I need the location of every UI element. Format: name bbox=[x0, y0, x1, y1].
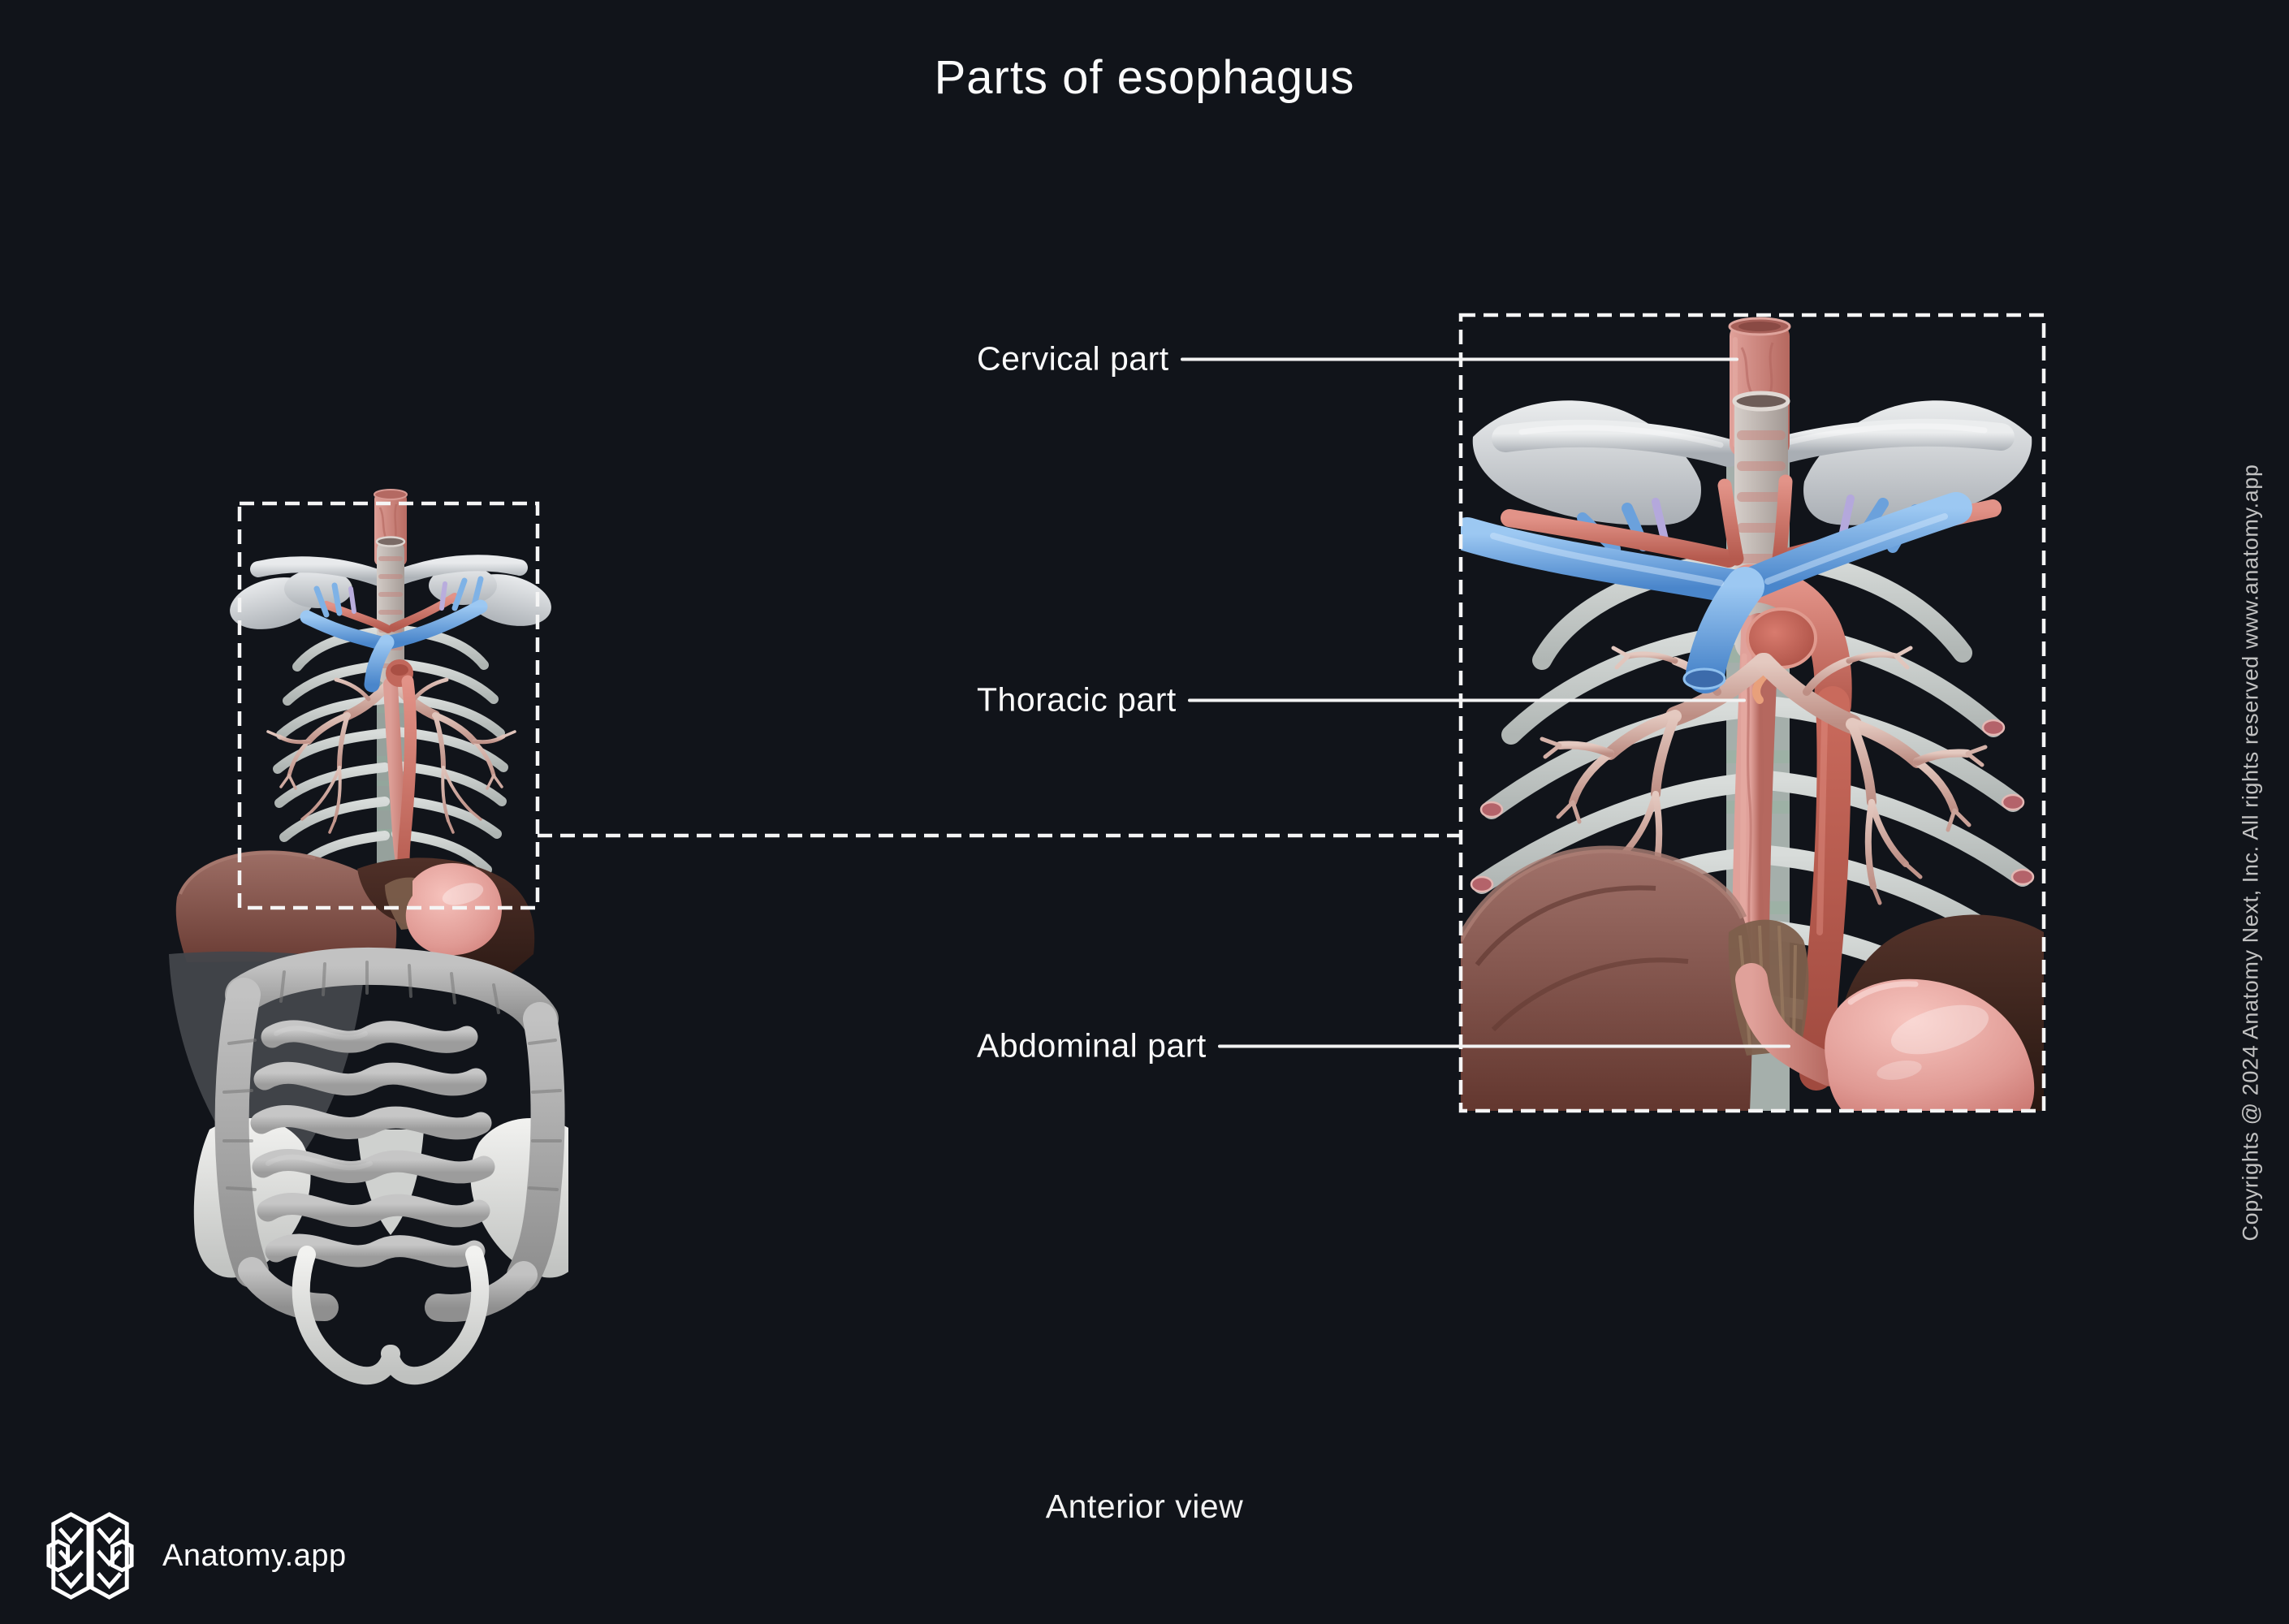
page-title: Parts of esophagus bbox=[934, 51, 1355, 104]
label-abdominal-part: Abdominal part bbox=[977, 1026, 1207, 1065]
label-thoracic-part: Thoracic part bbox=[977, 680, 1177, 719]
bronchial-tree bbox=[1540, 646, 1988, 905]
label-cervical-part: Cervical part bbox=[977, 339, 1169, 378]
pelvis-lower bbox=[292, 1233, 490, 1385]
leader-line-abdominal bbox=[1217, 1044, 1790, 1047]
view-caption: Anterior view bbox=[1045, 1488, 1244, 1525]
leader-line-thoracic bbox=[1187, 698, 1746, 702]
brand-lockup: Anatomy.app bbox=[42, 1507, 347, 1605]
brain-logo-icon bbox=[46, 1512, 134, 1600]
detail-figure-illustration bbox=[1461, 317, 2044, 1111]
overview-focus-box bbox=[237, 501, 540, 910]
annotation-row-cervical: Cervical part bbox=[977, 340, 1738, 378]
bronchial-tree bbox=[266, 677, 516, 834]
shoulder-girdle-bones bbox=[1472, 400, 2032, 525]
annotation-row-abdominal: Abdominal part bbox=[977, 1027, 1790, 1065]
brand-name: Anatomy.app bbox=[162, 1538, 347, 1573]
overview-figure-illustration bbox=[169, 489, 568, 1385]
annotation-row-thoracic: Thoracic part bbox=[977, 681, 1746, 719]
leader-line-cervical bbox=[1180, 357, 1738, 361]
stomach bbox=[1825, 978, 2035, 1111]
veins bbox=[1461, 492, 1972, 693]
veins bbox=[300, 576, 488, 693]
copyright-text: Copyrights @ 2024 Anatomy Next, Inc. All… bbox=[2238, 464, 2263, 1242]
detail-panel-box bbox=[1458, 313, 2046, 1113]
